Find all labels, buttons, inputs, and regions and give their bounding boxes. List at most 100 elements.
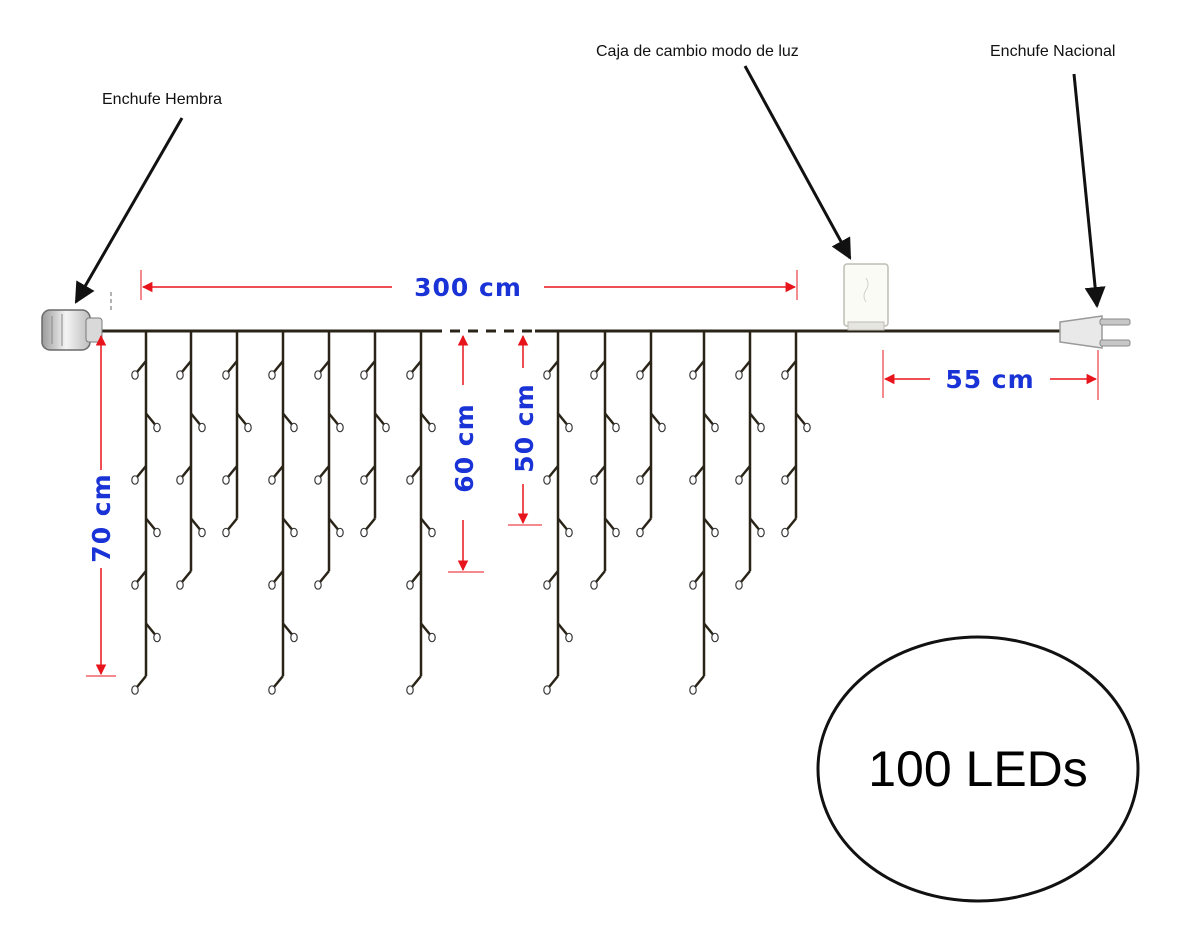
led-bulb — [406, 475, 414, 485]
led-branch — [319, 465, 330, 478]
led-bulb — [711, 632, 719, 643]
led-bulb — [314, 580, 322, 590]
led-bulb — [735, 580, 743, 590]
led-bulb — [131, 475, 139, 485]
led-bulb — [590, 370, 598, 380]
long-drop-label: 70 cm — [87, 473, 116, 562]
lead-cable-label: 55 cm — [945, 365, 1034, 394]
led-branch — [650, 412, 661, 426]
led-branch — [749, 517, 760, 531]
led-bulb — [612, 422, 620, 433]
led-bulb — [658, 422, 666, 433]
led-branch — [365, 360, 376, 373]
led-bulb — [636, 475, 644, 485]
led-branch — [641, 465, 652, 478]
led-branch — [190, 412, 201, 426]
led-bulb — [198, 527, 206, 538]
led-branch — [227, 465, 238, 478]
led-branch — [786, 517, 797, 531]
control-box-icon — [843, 263, 889, 331]
led-count-badge — [816, 635, 1140, 903]
led-bulb — [590, 580, 598, 590]
led-bulb — [543, 370, 551, 380]
led-branch — [328, 517, 339, 531]
led-bulb — [336, 422, 344, 433]
female-plug-icon — [41, 292, 112, 351]
led-bulb — [689, 580, 697, 590]
led-branch — [136, 465, 147, 478]
led-branch — [420, 412, 431, 426]
led-branch — [749, 412, 760, 426]
led-bulb — [290, 527, 298, 538]
led-branch — [411, 570, 422, 583]
led-branch — [411, 675, 422, 688]
led-bulb — [153, 422, 161, 433]
led-bulb — [176, 475, 184, 485]
led-branch — [328, 412, 339, 426]
led-branch — [557, 622, 568, 636]
led-bulb — [689, 370, 697, 380]
national-plug-label: Enchufe Nacional — [990, 43, 1115, 60]
total-length-dimension — [140, 270, 798, 300]
led-branch — [786, 465, 797, 478]
led-bulb — [244, 422, 252, 433]
control-box-pointer — [743, 65, 852, 260]
led-bulb — [543, 685, 551, 695]
led-bulb — [565, 527, 573, 538]
led-bulb — [153, 527, 161, 538]
led-branch — [740, 570, 751, 583]
led-bulb — [198, 422, 206, 433]
short-drop-dimension — [508, 334, 542, 526]
led-bulb — [131, 685, 139, 695]
led-branch — [795, 412, 806, 426]
led-branch — [548, 675, 559, 688]
led-branch — [181, 465, 192, 478]
led-branch — [374, 412, 385, 426]
led-bulb — [406, 370, 414, 380]
led-branch — [181, 360, 192, 373]
led-branch — [557, 517, 568, 531]
led-branch — [411, 465, 422, 478]
led-bulb — [636, 370, 644, 380]
female-plug-label: Enchufe Hembra — [102, 91, 222, 108]
led-bulb — [406, 580, 414, 590]
led-branch — [136, 360, 147, 373]
led-bulb — [757, 527, 765, 538]
led-branch — [740, 465, 751, 478]
led-branch — [236, 412, 247, 426]
led-bulb — [428, 422, 436, 433]
led-branch — [786, 360, 797, 373]
led-bulb — [781, 527, 789, 538]
long-drop-dimension — [86, 334, 116, 677]
female-plug-pointer — [74, 117, 184, 304]
led-bulb — [360, 475, 368, 485]
led-branch — [319, 360, 330, 373]
led-bulb — [222, 527, 230, 538]
short-drop-label: 50 cm — [510, 383, 539, 472]
led-bulb — [689, 685, 697, 695]
lead-cable-dimension — [882, 350, 1098, 398]
led-bulb — [565, 632, 573, 643]
led-branch — [273, 675, 284, 688]
national-plug-icon — [1059, 315, 1131, 400]
led-bulb — [222, 370, 230, 380]
led-bulb — [268, 370, 276, 380]
led-bulb — [336, 527, 344, 538]
led-branch — [145, 622, 156, 636]
led-bulb — [428, 632, 436, 643]
total-length-label: 300 cm — [414, 273, 522, 302]
led-bulb — [290, 632, 298, 643]
led-branch — [703, 412, 714, 426]
led-branch — [557, 412, 568, 426]
led-bulb — [360, 527, 368, 538]
led-bulb — [735, 475, 743, 485]
led-branch — [227, 517, 238, 531]
led-bulb — [711, 422, 719, 433]
led-branch — [641, 517, 652, 531]
led-branch — [145, 517, 156, 531]
led-bulb — [153, 632, 161, 643]
led-bulb — [268, 475, 276, 485]
led-branch — [227, 360, 238, 373]
led-bulb — [543, 475, 551, 485]
led-bulb — [565, 422, 573, 433]
